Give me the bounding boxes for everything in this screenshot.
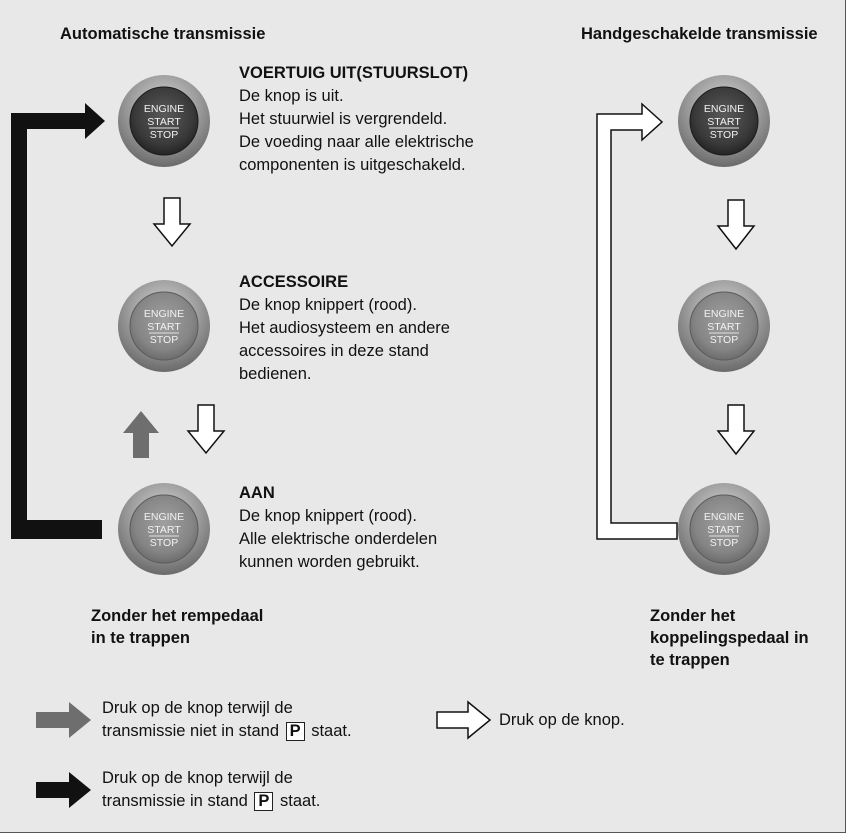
manual-footer-line: koppelingspedaal in (650, 629, 809, 647)
button-label-start: START (707, 524, 741, 536)
engine-button-auto-on: ENGINE START STOP (118, 483, 210, 575)
automatic-title: Automatische transmissie (60, 25, 266, 43)
state-off-line: Het stuurwiel is vergrendeld. (239, 110, 448, 128)
button-label-engine: ENGINE (144, 308, 184, 320)
state-on-line: Alle elektrische onderdelen (239, 530, 438, 548)
button-label-start: START (147, 116, 181, 128)
legend-gray-arrow-icon (36, 702, 91, 738)
state-on-line: kunnen worden gebruikt. (239, 553, 420, 571)
legend-gray-text-line2: transmissie niet in stand P staat. (102, 721, 352, 742)
button-label-stop: STOP (710, 334, 738, 346)
engine-button-manual-on: ENGINE START STOP (678, 483, 770, 575)
button-label-stop: STOP (150, 537, 178, 549)
legend-gray-text-line1: Druk op de knop terwijl de (102, 699, 293, 717)
button-label-start: START (707, 116, 741, 128)
state-acc-line: De knop knippert (rood). (239, 296, 417, 314)
legend-white-text: Druk op de knop. (499, 711, 625, 729)
state-acc-heading: ACCESSOIRE (239, 273, 349, 291)
button-label-engine: ENGINE (704, 511, 744, 523)
button-label-start: START (707, 321, 741, 333)
button-label-start: START (147, 524, 181, 536)
state-off-line: De knop is uit. (239, 87, 344, 105)
arrow-down-manual-2 (716, 404, 756, 456)
white-loop-arrow (596, 102, 678, 540)
legend-black-arrow-icon (36, 772, 91, 808)
button-label-stop: STOP (710, 537, 738, 549)
legend-black-text-line2: transmissie in stand P staat. (102, 791, 320, 812)
arrow-down-auto-1 (152, 197, 192, 248)
state-off-line: componenten is uitgeschakeld. (239, 156, 466, 174)
manual-title: Handgeschakelde transmissie (581, 25, 818, 43)
gear-p-key: P (285, 722, 305, 741)
legend-black-text-before: transmissie in stand (102, 792, 248, 810)
automatic-footer-line: Zonder het rempedaal (91, 607, 264, 625)
black-loop-arrow (11, 103, 105, 539)
arrow-down-auto-2 (186, 404, 226, 455)
manual-footer-line: te trappen (650, 651, 730, 669)
engine-button-auto-acc: ENGINE START STOP (118, 280, 210, 372)
button-label-engine: ENGINE (144, 511, 184, 523)
state-acc-line: bedienen. (239, 365, 312, 383)
state-acc-line: accessoires in deze stand (239, 342, 429, 360)
engine-button-manual-acc: ENGINE START STOP (678, 280, 770, 372)
engine-button-manual-off: ENGINE START STOP (678, 75, 770, 167)
engine-button-auto-off: ENGINE START STOP (118, 75, 210, 167)
arrow-up-auto-gray (123, 411, 159, 458)
state-off-line: De voeding naar alle elektrische (239, 133, 474, 151)
button-label-stop: STOP (150, 334, 178, 346)
legend-gray-text-after: staat. (311, 722, 352, 740)
legend-black-text-after: staat. (280, 792, 321, 810)
button-label-engine: ENGINE (144, 103, 184, 115)
gear-p-key: P (254, 792, 274, 811)
button-label-stop: STOP (710, 129, 738, 141)
legend-black-text-line1: Druk op de knop terwijl de (102, 769, 293, 787)
button-label-stop: STOP (150, 129, 178, 141)
state-acc-line: Het audiosysteem en andere (239, 319, 450, 337)
legend-gray-text-before: transmissie niet in stand (102, 722, 279, 740)
button-label-engine: ENGINE (704, 308, 744, 320)
button-label-start: START (147, 321, 181, 333)
arrow-down-manual-1 (716, 199, 756, 251)
state-on-line: De knop knippert (rood). (239, 507, 417, 525)
state-on-heading: AAN (239, 484, 275, 502)
legend-white-arrow-icon (436, 700, 492, 740)
state-off-heading: VOERTUIG UIT(STUURSLOT) (239, 64, 469, 82)
manual-footer-line: Zonder het (650, 607, 736, 625)
button-label-engine: ENGINE (704, 103, 744, 115)
automatic-footer-line: in te trappen (91, 629, 191, 647)
